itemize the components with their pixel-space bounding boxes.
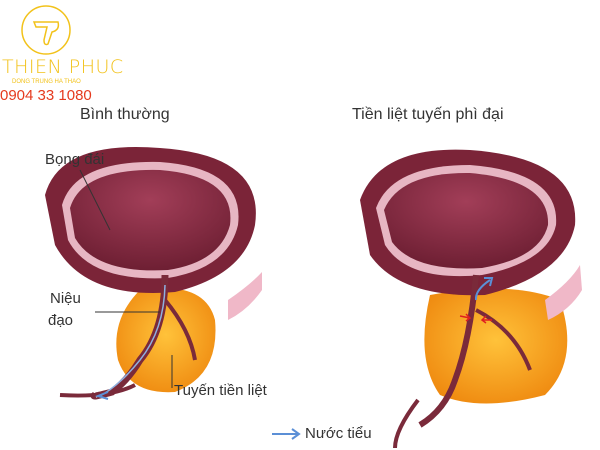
logo-name: THIEN PHUC: [2, 56, 124, 78]
urethra-compressed: [418, 274, 479, 428]
logo-tagline: DONG TRUNG HA THAO: [12, 79, 81, 85]
enlarged-prostate-illustration: [360, 149, 582, 449]
urine-arrow-icon: [272, 428, 301, 440]
label-prostate: Tuyến tiền liệt: [174, 382, 267, 399]
title-normal: Bình thường: [80, 106, 170, 123]
seminal-vesicle: [228, 272, 262, 320]
label-urethra-1: Niệu: [50, 290, 81, 307]
prostate-enlarged: [424, 288, 568, 404]
compression-arrow: [459, 313, 472, 322]
logo-phone: 0904 33 1080: [0, 87, 92, 104]
label-urethra-2: đạo: [48, 312, 74, 329]
leader-line-bladder: [79, 169, 111, 231]
logo-icon: [21, 5, 71, 55]
legend-urine: Nước tiểu: [305, 425, 372, 442]
title-enlarged: Tiền liệt tuyến phì đại: [352, 106, 504, 123]
prostate-normal: [116, 288, 216, 393]
label-bladder: Bọng đái: [45, 151, 105, 168]
normal-prostate-illustration: [45, 146, 262, 400]
